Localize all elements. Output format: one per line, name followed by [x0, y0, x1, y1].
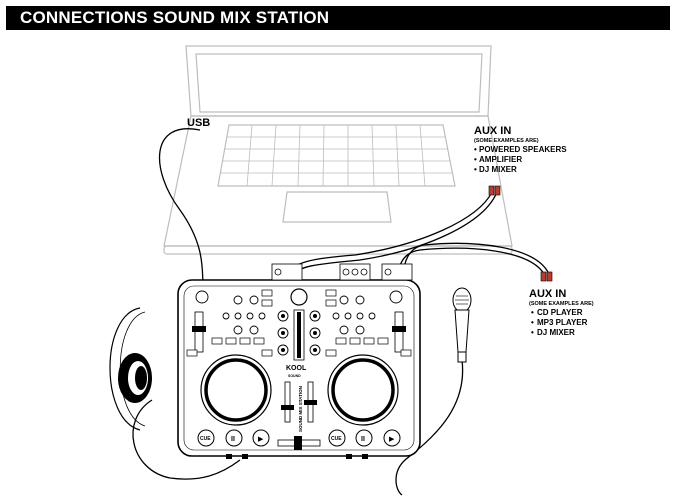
aux-in-right-bullet-2: • [531, 318, 534, 327]
left-play-icon: ▶ [258, 436, 264, 443]
device-brand: KOOL [286, 365, 307, 372]
dj-controller [177, 263, 421, 459]
right-pause-button: II [361, 436, 365, 443]
microphone-icon [452, 287, 472, 363]
cables [132, 128, 550, 496]
aux-in-top-subtitle: (SOME EXAMPLES ARE) [474, 138, 539, 144]
aux-in-right-item-3: DJ MIXER [537, 328, 575, 337]
rca-plugs [283, 185, 553, 282]
aux-in-top-bullet-2: • [474, 155, 477, 164]
page-title: CONNECTIONS SOUND MIX STATION [20, 8, 330, 27]
headphones-cable [132, 399, 241, 480]
aux-in-top-label: AUX IN (SOME EXAMPLES ARE) • POWERED SPE… [474, 125, 567, 174]
aux-in-right-bullet-1: • [531, 308, 534, 317]
aux-in-right-item-2: MP3 PLAYER [537, 318, 588, 327]
aux-in-top-item-2: AMPLIFIER [479, 155, 522, 164]
headphones-icon [109, 307, 152, 431]
device-brand-sub: SOUND [288, 374, 301, 378]
aux-in-right-subtitle: (SOME EXAMPLES ARE) [529, 301, 594, 307]
aux-in-top-item-3: DJ MIXER [479, 165, 517, 174]
title-bar: CONNECTIONS SOUND MIX STATION [6, 6, 670, 30]
aux-in-top-item-1: POWERED SPEAKERS [479, 145, 567, 154]
left-cue-button: CUE [200, 436, 211, 442]
right-play-icon: ▶ [389, 436, 395, 443]
aux-top-cable-b [293, 191, 498, 277]
aux-in-top-bullet-3: • [474, 165, 477, 174]
device-model: SOUND MIX STATION [298, 386, 303, 432]
aux-in-right-item-1: CD PLAYER [537, 308, 583, 317]
usb-cable [158, 128, 204, 285]
right-jog-wheel [327, 354, 399, 426]
aux-in-right-label: AUX IN (SOME EXAMPLES ARE) • CD PLAYER •… [529, 288, 594, 337]
aux-in-top-title: AUX IN [474, 125, 511, 137]
right-cue-button: CUE [331, 436, 342, 442]
left-pause-button: II [231, 436, 235, 443]
aux-in-top-bullet-1: • [474, 145, 477, 154]
aux-in-right-title: AUX IN [529, 288, 566, 300]
aux-in-right-bullet-3: • [531, 328, 534, 337]
usb-label: USB [187, 117, 210, 129]
left-jog-wheel [200, 354, 272, 426]
laptop [163, 45, 513, 255]
aux-right-cable-a [397, 247, 545, 277]
aux-right-cable-b [402, 242, 550, 277]
aux-top-cable-a [287, 191, 493, 277]
